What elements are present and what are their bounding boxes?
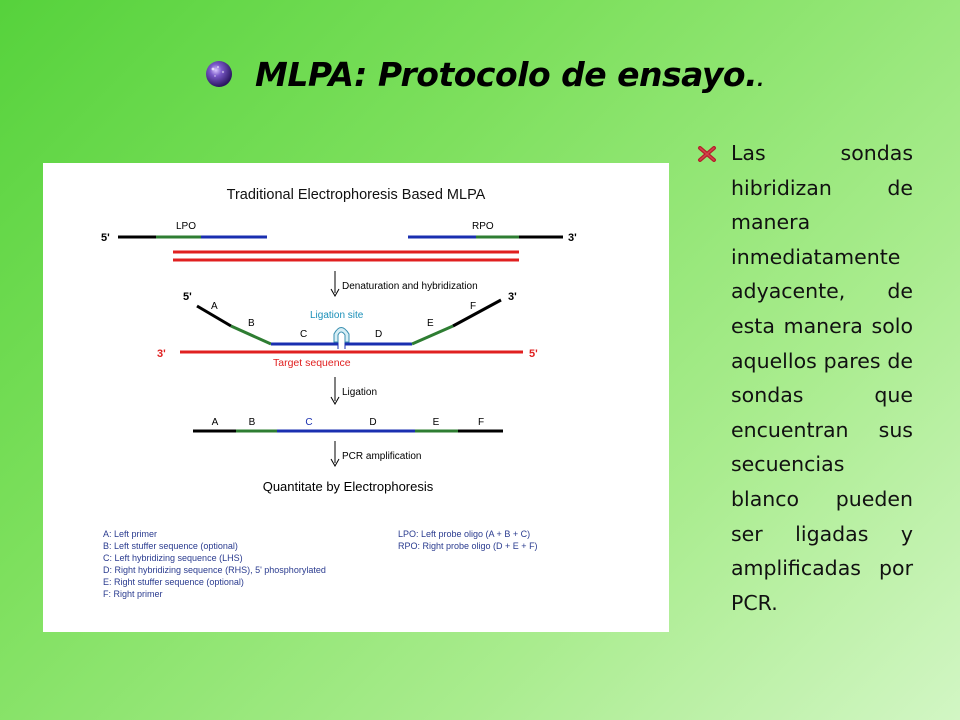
segment-b-label: B bbox=[248, 318, 255, 329]
legend-right: LPO: Left probe oligo (A + B + C) RPO: R… bbox=[398, 529, 538, 551]
step-pcr: PCR amplification bbox=[342, 451, 421, 462]
hyb-end-5-label: 5' bbox=[183, 291, 192, 303]
body-paragraph: Las sondas hibridizan de manera inmediat… bbox=[731, 141, 913, 615]
ligation-site-label: Ligation site bbox=[310, 310, 364, 321]
end-5-label: 5' bbox=[101, 232, 110, 244]
arrow-denaturation-head bbox=[330, 288, 340, 298]
segment-d-label: D bbox=[375, 329, 382, 340]
hyb-stuffer-b bbox=[230, 324, 272, 346]
end-3-label: 3' bbox=[568, 232, 577, 244]
hyb-primer-f bbox=[452, 298, 502, 328]
legend-item-lpo: LPO: Left probe oligo (A + B + C) bbox=[398, 529, 530, 539]
red-x-bullet-icon bbox=[698, 146, 716, 162]
target-end-5-label: 5' bbox=[529, 348, 538, 360]
title-trailing-dot: . bbox=[757, 69, 764, 91]
legend-item-b: B: Left stuffer sequence (optional) bbox=[103, 541, 238, 551]
target-end-3-label: 3' bbox=[157, 348, 166, 360]
segment-f-label: F bbox=[470, 301, 476, 312]
legend-item-e: E: Right stuffer sequence (optional) bbox=[103, 577, 244, 587]
segment-e-label: E bbox=[427, 318, 434, 329]
product-segment-e: E bbox=[433, 417, 440, 428]
mlpa-diagram: Traditional Electrophoresis Based MLPA 5… bbox=[43, 163, 669, 632]
product-segment-f: F bbox=[478, 417, 484, 428]
lpo-label: LPO bbox=[176, 221, 196, 232]
final-step: Quantitate by Electrophoresis bbox=[263, 479, 434, 494]
diagram-title: Traditional Electrophoresis Based MLPA bbox=[227, 187, 486, 203]
hyb-end-3-label: 3' bbox=[508, 291, 517, 303]
legend-item-c: C: Left hybridizing sequence (LHS) bbox=[103, 553, 243, 563]
target-sequence-label: Target sequence bbox=[273, 357, 351, 369]
product-segment-c: C bbox=[305, 417, 312, 428]
step-ligation: Ligation bbox=[342, 387, 377, 398]
legend-item-rpo: RPO: Right probe oligo (D + E + F) bbox=[398, 541, 538, 551]
hyb-primer-a bbox=[196, 304, 232, 328]
product-segment-b: B bbox=[249, 417, 256, 428]
slide-title-row: MLPA: Protocolo de ensayo.. bbox=[205, 48, 764, 100]
product-segment-a: A bbox=[212, 417, 219, 428]
slide-body: Las sondas hibridizan de manera inmediat… bbox=[697, 136, 917, 620]
arrow-ligation-head bbox=[330, 396, 340, 406]
step-denaturation: Denaturation and hybridization bbox=[342, 281, 478, 292]
legend-item-a: A: Left primer bbox=[103, 529, 157, 539]
slide-title: MLPA: Protocolo de ensayo.. bbox=[255, 54, 764, 94]
arrow-pcr-head bbox=[330, 458, 340, 468]
segment-c-label: C bbox=[300, 329, 307, 340]
purple-sphere-bullet-icon bbox=[206, 61, 232, 87]
rpo-label: RPO bbox=[472, 221, 494, 232]
ligase-icon bbox=[333, 327, 350, 343]
legend-left: A: Left primer B: Left stuffer sequence … bbox=[103, 529, 326, 599]
hyb-stuffer-e bbox=[411, 324, 454, 346]
legend-item-f: F: Right primer bbox=[103, 589, 163, 599]
product-segment-d: D bbox=[369, 417, 376, 428]
segment-a-label: A bbox=[211, 301, 218, 312]
legend-item-d: D: Right hybridizing sequence (RHS), 5' … bbox=[103, 565, 326, 575]
